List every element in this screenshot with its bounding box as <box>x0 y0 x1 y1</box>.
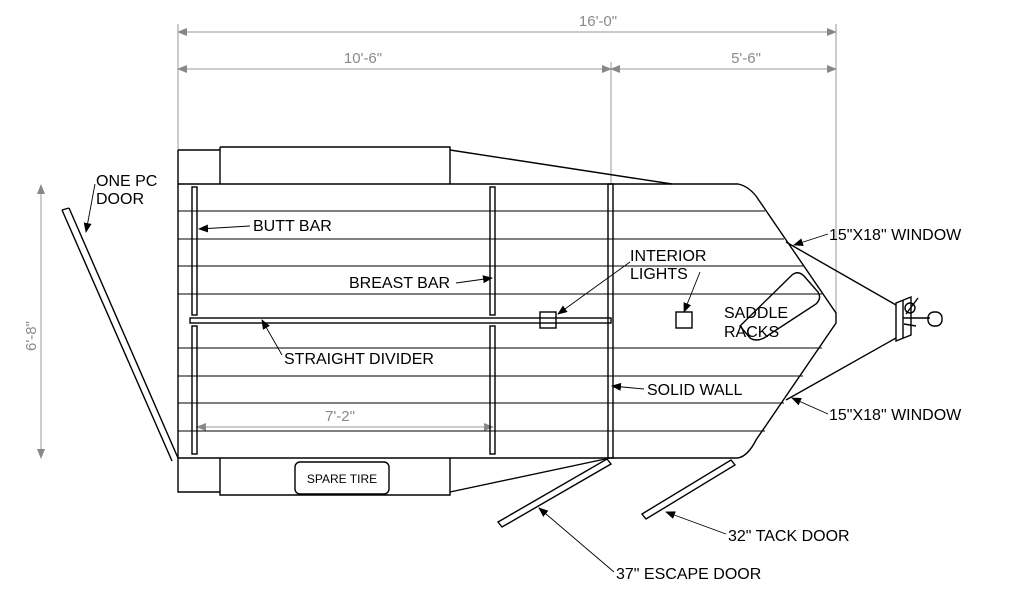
dimension-rear: 10'-6" <box>177 50 612 184</box>
solid-wall <box>607 183 614 459</box>
solid-wall-label: SOLID WALL <box>647 382 743 399</box>
saddle-racks-label-1: SADDLE <box>724 305 788 322</box>
fender-top <box>219 146 673 185</box>
butt-bar-top <box>191 186 198 316</box>
interior-light-2 <box>675 311 693 329</box>
window-top-label: 15"X18" WINDOW <box>829 227 962 244</box>
one-pc-door-label-1: ONE PC <box>96 173 157 190</box>
saddle-racks-label-2: RACKS <box>724 324 779 341</box>
callout-leaders <box>83 183 829 573</box>
tack-door <box>640 459 737 520</box>
height-label: 6'-8" <box>23 321 40 351</box>
one-pc-door-label-2: DOOR <box>96 191 144 208</box>
hitch-tongue <box>785 241 943 401</box>
breast-bar-label: BREAST BAR <box>349 275 450 292</box>
breast-bar-bottom <box>489 325 496 455</box>
spare-tire-label: SPARE TIRE <box>307 472 377 486</box>
butt-bar-label: BUTT BAR <box>253 218 332 235</box>
butt-bar-bottom <box>191 325 198 455</box>
saddle-racks <box>739 272 821 341</box>
spare-tire <box>294 461 390 495</box>
interior-lights-label-2: LIGHTS <box>630 266 688 283</box>
divider-length-label: 7'-2" <box>325 408 355 425</box>
dimension-front: 5'-6" <box>610 50 837 73</box>
escape-door <box>496 458 613 528</box>
interior-lights-label-1: INTERIOR <box>630 248 706 265</box>
dimension-height: 6'-8" <box>23 184 45 459</box>
dimension-overall: 16'-0" <box>177 13 837 318</box>
window-bottom-label: 15"X18" WINDOW <box>829 407 962 424</box>
tack-door-label: 32" TACK DOOR <box>728 528 850 545</box>
one-pc-door <box>61 207 179 462</box>
overall-length-label: 16'-0" <box>579 13 617 30</box>
fender-bottom <box>219 457 611 496</box>
straight-divider <box>189 317 612 324</box>
breast-bar-top <box>489 186 496 316</box>
front-section-label: 5'-6" <box>731 50 761 67</box>
straight-divider-label: STRAIGHT DIVIDER <box>284 351 434 368</box>
escape-door-label: 37" ESCAPE DOOR <box>616 566 761 583</box>
rear-section-label: 10'-6" <box>344 50 382 67</box>
dimension-divider: 7'-2" <box>196 408 494 431</box>
interior-light-1 <box>539 311 557 329</box>
hitch-coupler <box>927 311 943 327</box>
